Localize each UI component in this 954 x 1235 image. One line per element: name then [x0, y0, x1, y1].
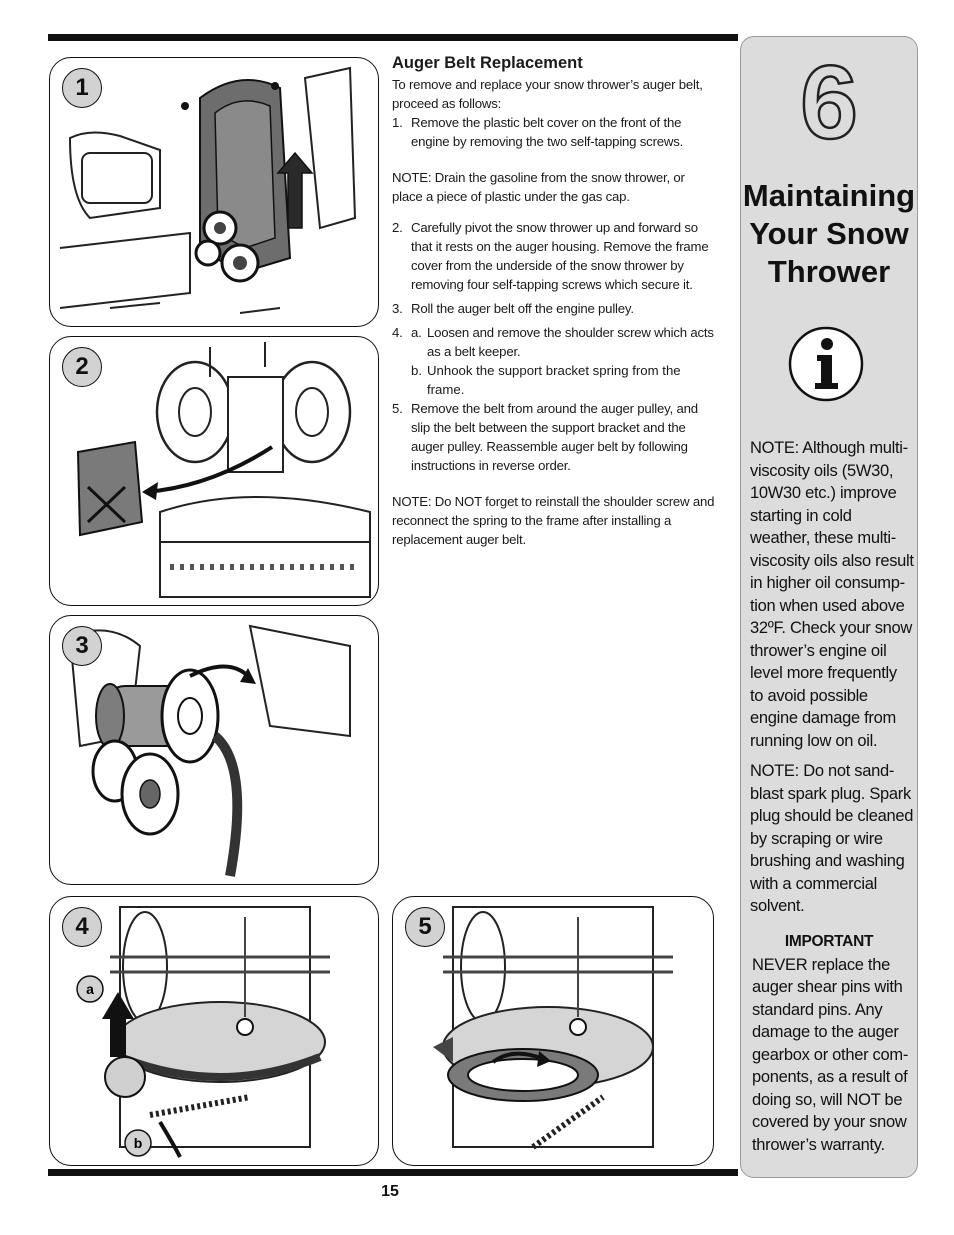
figure-number-badge: 3: [62, 626, 102, 666]
figure-number-badge: 5: [405, 907, 445, 947]
figure-4: a b 4: [49, 896, 379, 1166]
step-text: Roll the auger belt off the engine pulle…: [411, 301, 634, 316]
info-icon: [788, 326, 864, 402]
note-spark-plug: NOTE: Do not sand-blast spark plug. Spar…: [750, 762, 914, 915]
shoulder-screw-spring-illustration: a b: [76, 906, 330, 1158]
step-text: Remove the belt from around the auger pu…: [411, 401, 698, 473]
important-heading: IMPORTANT: [784, 933, 874, 950]
instructions-column: Auger Belt Replacement To remove and rep…: [392, 53, 717, 549]
intro-text: To remove and replace your snow thrower’…: [392, 77, 703, 111]
step-1: 1. Remove the plastic belt cover on the …: [392, 113, 717, 151]
step-number: 3.: [392, 301, 403, 316]
figure-number-badge: 2: [62, 347, 102, 387]
callout-a: a: [86, 981, 94, 997]
step-4: 4. a. Loosen and remove the shoulder scr…: [392, 323, 717, 361]
engine-pulley-illustration: [68, 624, 351, 877]
note-gasoline: NOTE: Drain the gasoline from the snow t…: [392, 170, 685, 204]
figure-2: 2: [49, 336, 379, 606]
auger-pulley-illustration: [433, 906, 673, 1150]
step-5: 5. Remove the belt from around the auger…: [392, 399, 717, 475]
important-notice: IMPORTANT NEVER replace the auger shear …: [752, 931, 916, 1156]
belt-cover-illustration: [59, 66, 357, 314]
page-number: 15: [381, 1183, 399, 1200]
step-4a: a. Loosen and remove the shoulder screw …: [411, 323, 717, 361]
step-number: 2.: [392, 220, 403, 235]
important-text: NEVER replace the auger shear pins with …: [752, 955, 909, 1154]
substep-label: b.: [411, 363, 422, 378]
chapter-title: Maintaining Your Snow Thrower: [742, 178, 916, 289]
substep-label: a.: [411, 325, 422, 340]
note-reinstall: NOTE: Do NOT forget to reinstall the sho…: [392, 494, 715, 547]
substep-text: Loosen and remove the shoulder screw whi…: [427, 325, 714, 359]
step-2: 2. Carefully pivot the snow thrower up a…: [392, 218, 717, 294]
figure-5: 5: [392, 896, 714, 1166]
figure-1: 1: [49, 57, 379, 327]
step-text: Remove the plastic belt cover on the fro…: [411, 115, 684, 149]
step-number: 1.: [392, 115, 403, 130]
top-rule: [48, 34, 738, 41]
step-4b: b. Unhook the support bracket spring fro…: [411, 361, 717, 399]
bottom-rule: [48, 1169, 738, 1176]
step-text: Carefully pivot the snow thrower up and …: [411, 220, 709, 292]
chapter-sidebar: 6 Maintaining Your Snow Thrower NOTE: Al…: [740, 36, 918, 1178]
callout-b: b: [134, 1135, 143, 1151]
note-oil-viscosity: NOTE: Although multi-viscosity oils (5W3…: [750, 439, 914, 750]
step-3: 3. Roll the auger belt off the engine pu…: [392, 299, 717, 318]
step-number: 4.: [392, 325, 403, 340]
figure-3: 3: [49, 615, 379, 885]
substep-text: Unhook the support bracket spring from t…: [427, 363, 681, 397]
figure-number-badge: 4: [62, 907, 102, 947]
frame-cover-illustration: [76, 342, 371, 598]
section-heading: Auger Belt Replacement: [392, 54, 583, 72]
figure-number-badge: 1: [62, 68, 102, 108]
chapter-number: 6: [799, 44, 859, 163]
step-number: 5.: [392, 401, 403, 416]
